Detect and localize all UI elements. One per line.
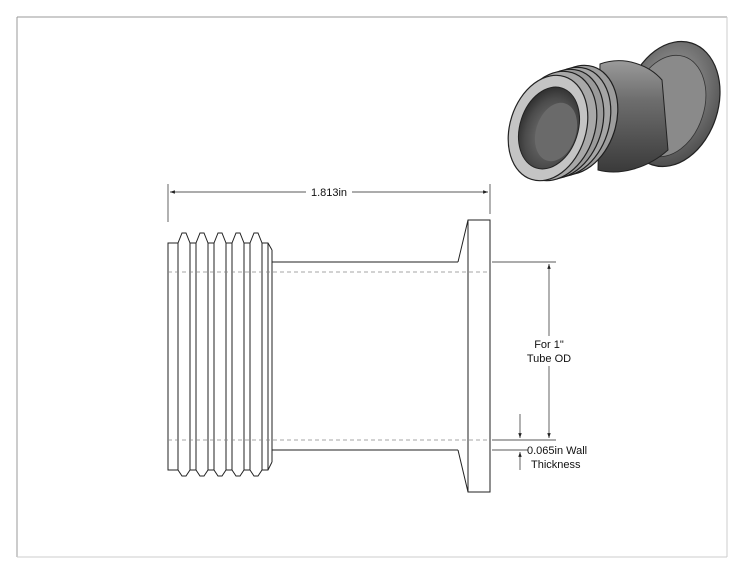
wall-thickness-label-line1: 0.065in Wall	[527, 445, 587, 457]
side-view-outline	[167, 219, 491, 493]
page-border	[16, 16, 728, 558]
thread-profile-bottom	[167, 461, 273, 477]
wall-thickness-dimension: 0.065in Wall Thickness	[492, 414, 587, 471]
tube-od-label-line1: For 1"	[534, 339, 564, 351]
tube-od-label-line2: Tube OD	[527, 353, 571, 365]
overall-length-label: 1.813in	[311, 187, 347, 199]
wall-thickness-label-line2: Thickness	[531, 459, 581, 471]
overall-length-dimension: 1.813in	[167, 184, 491, 222]
isometric-part-render	[507, 40, 721, 182]
thread-profile-top	[167, 232, 273, 251]
tube-od-dimension: For 1" Tube OD	[492, 261, 571, 441]
